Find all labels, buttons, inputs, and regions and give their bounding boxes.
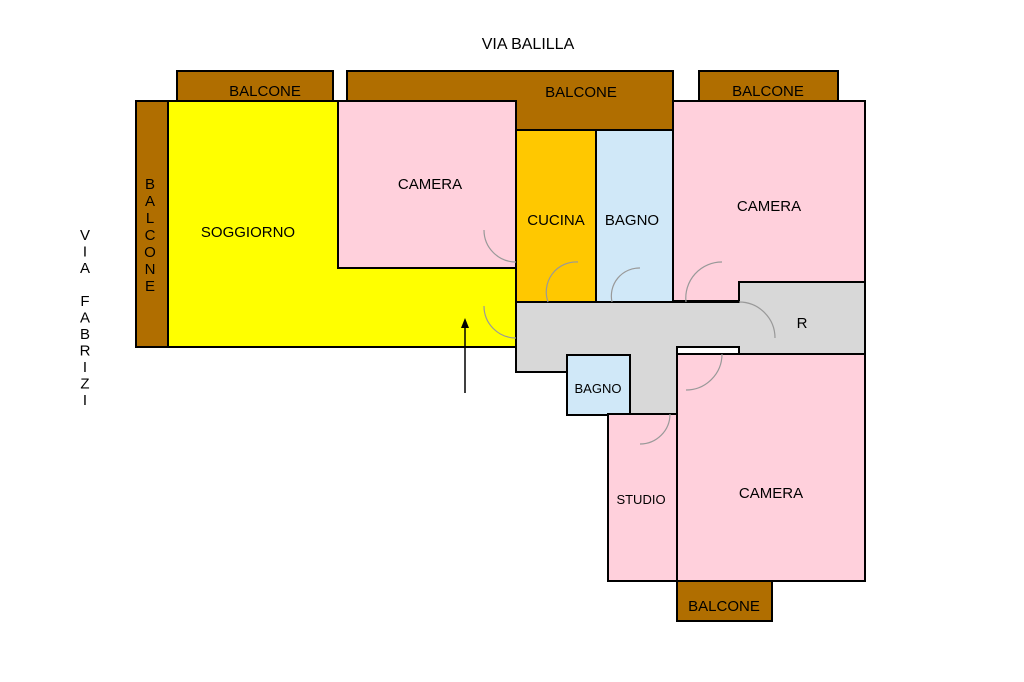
vertical-letter: L bbox=[146, 210, 154, 227]
camera-top-room bbox=[337, 100, 517, 269]
vertical-letter: A bbox=[80, 260, 90, 277]
bagno-small-room bbox=[566, 354, 631, 416]
soggiorno-label: SOGGIORNO bbox=[201, 224, 295, 241]
vertical-letter: O bbox=[144, 244, 156, 261]
vertical-letter: I bbox=[83, 392, 87, 409]
camera-top-label: CAMERA bbox=[398, 176, 462, 193]
camera-right-room bbox=[672, 100, 866, 302]
vertical-letter: N bbox=[145, 261, 156, 278]
bagno-main-label: BAGNO bbox=[605, 212, 659, 229]
vertical-letter: I bbox=[83, 359, 87, 376]
vertical-letter: Z bbox=[80, 376, 89, 393]
door-arc bbox=[685, 353, 723, 391]
vertical-letter: I bbox=[83, 244, 87, 261]
bagno-small-label: BAGNO bbox=[575, 381, 622, 396]
ripostiglio-label: R bbox=[797, 315, 808, 332]
door-arc bbox=[610, 267, 641, 303]
camera-bottom-label: CAMERA bbox=[739, 485, 803, 502]
balcone-top-center-label: BALCONE bbox=[545, 84, 617, 101]
camera-bottom-room bbox=[676, 353, 866, 582]
door-arc bbox=[685, 261, 723, 303]
street-top-label: VIA BALILLA bbox=[482, 36, 575, 53]
door-arc bbox=[483, 229, 517, 263]
vertical-letter: A bbox=[145, 193, 155, 210]
vertical-letter: C bbox=[145, 227, 156, 244]
camera-right-label: CAMERA bbox=[737, 198, 801, 215]
door-arc bbox=[545, 261, 579, 303]
vertical-letter: B bbox=[80, 326, 90, 343]
door-arc bbox=[483, 305, 517, 339]
vertical-letter: B bbox=[145, 176, 155, 193]
door-arc bbox=[738, 301, 776, 339]
vertical-letter: V bbox=[80, 227, 90, 244]
vertical-letter: F bbox=[80, 293, 89, 310]
cucina-room bbox=[515, 129, 597, 303]
door-arc bbox=[639, 413, 671, 445]
vertical-letter: A bbox=[80, 310, 90, 327]
entrance-arrow-head bbox=[461, 318, 469, 328]
balcone-top-left-label: BALCONE bbox=[229, 83, 301, 100]
studio-label: STUDIO bbox=[616, 492, 665, 507]
balcone-left-label: BALCONE bbox=[144, 176, 156, 295]
balcone-bottom-label: BALCONE bbox=[688, 598, 760, 615]
vertical-letter: R bbox=[80, 343, 91, 360]
cucina-label: CUCINA bbox=[527, 212, 585, 229]
balcone-top-right-label: BALCONE bbox=[732, 83, 804, 100]
vertical-letter: E bbox=[145, 278, 155, 295]
